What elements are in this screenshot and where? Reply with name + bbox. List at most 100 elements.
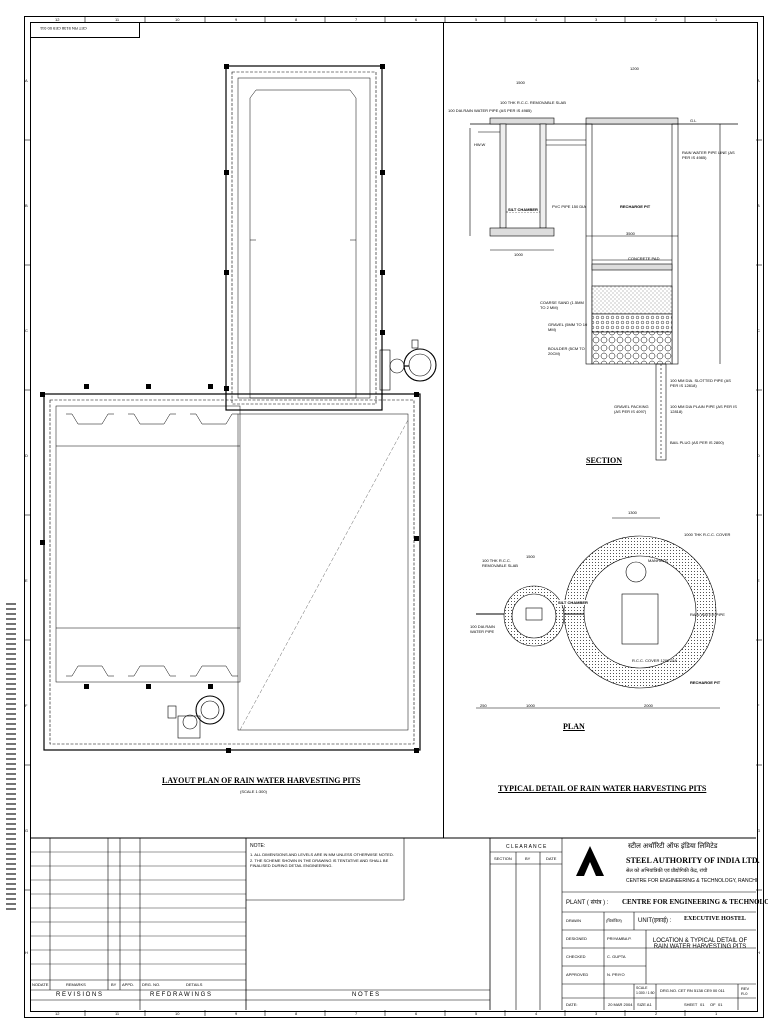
plan-label-cover-note: R.C.C. COVER 1200 DIA (632, 658, 678, 663)
border-letter: H (757, 950, 760, 955)
of-value: 01 (718, 1002, 723, 1007)
layout-title: LAYOUT PLAN OF RAIN WATER HARVESTING PIT… (162, 776, 361, 785)
date-value: 20 MAR 2004 (608, 1002, 633, 1007)
drawing-title: LOCATION & TYPICAL DETAIL OF RAIN WATER … (652, 938, 748, 950)
label-concrete-pad: CONCRETE PAD (628, 256, 660, 261)
label-hw: HW.W (474, 142, 486, 147)
border-number: 11 (115, 1011, 120, 1016)
border-letter: B (757, 203, 760, 208)
border-letter: A (25, 78, 28, 83)
company-hindi-name: स्टील अथॉरिटी ऑफ इंडिया लिमिटेड (628, 843, 718, 850)
border-number: 12 (55, 17, 60, 22)
section-title: SECTION (586, 456, 623, 465)
border-number: 9 (235, 1011, 238, 1016)
footer-notes: N O T E S (352, 992, 380, 998)
label-recharge-pit: RECHARGE PIT (620, 204, 651, 209)
unit-value: EXECUTIVE HOSTEL (684, 916, 746, 922)
border-number: 5 (475, 1011, 478, 1016)
border-number: 1 (715, 17, 718, 22)
border-number: 3 (595, 1011, 598, 1016)
border-letter: E (25, 578, 28, 583)
dim-3500: 3500 (626, 231, 635, 236)
border-letter: B (25, 203, 28, 208)
layout-columns (40, 64, 419, 753)
sail-logo-icon (576, 846, 604, 876)
border-number: 11 (115, 17, 120, 22)
border-number: 9 (235, 17, 238, 22)
label-rcc-slab: 100 THK R.C.C. REMOVABLE SLAB (500, 100, 566, 105)
rev-col-no: NO. (32, 982, 40, 987)
rev-col-details: DETAILS (186, 982, 203, 987)
rev-col-remarks: REMARKS (66, 982, 86, 987)
clearance-col-date: DATE (546, 856, 557, 861)
checked-value: C. GUPTA (607, 954, 626, 959)
dim-1200: 1200 (630, 66, 639, 71)
company-name: STEEL AUTHORITY OF INDIA LTD. (626, 856, 760, 865)
company-centre: CENTRE FOR ENGINEERING & TECHNOLOGY, RAN… (626, 878, 758, 884)
rev-col-date: DATE (38, 982, 49, 987)
plan-label-manhole: MANHOLE (648, 558, 668, 563)
of-label: OF (710, 1002, 716, 1007)
plan-label-pipe-in: 100 DIA RAIN WATER PIPE (470, 624, 495, 634)
plant-value: CENTRE FOR ENGINEERING & TECHNOLOGY (622, 898, 768, 906)
detail-plan (476, 517, 720, 709)
border-number: 10 (175, 1011, 180, 1016)
clearance-title: C L E A R A N C E (506, 844, 547, 850)
side-stamp (6, 600, 16, 910)
revision-rows (30, 851, 246, 965)
border-letter: C (25, 328, 28, 333)
label-gl: G.L (690, 118, 697, 123)
unit-label: UNIT(इकाई) : (638, 918, 672, 924)
plan-label-silt-chamber: SILT CHAMBER (558, 600, 588, 605)
border-number: 4 (535, 1011, 538, 1016)
border-letter: D (25, 453, 28, 458)
plan-title: PLAN (563, 722, 585, 731)
drawing-frame (24, 16, 764, 1018)
pit-group-2 (167, 695, 225, 739)
label-slotted-pipe: 100 MM DIA. SLOTTED PIPE (AS PER IS 1281… (670, 378, 731, 388)
view-separator (443, 22, 444, 838)
sheet-value: 01 (700, 1002, 705, 1007)
clearance-col-by: BY (525, 856, 531, 861)
plan-label-recharge-pit: RECHARGE PIT (690, 680, 721, 685)
border-number: 1 (715, 1011, 718, 1016)
designed-label: DESIGNED (566, 936, 587, 941)
label-pipe-out: RAIN WATER PIPE LINE (AS PER IS 4985) (682, 150, 735, 160)
size-label: SIZE A1 (637, 1002, 652, 1007)
dim-1000: 1000 (514, 252, 523, 257)
drg-no-value: CET RN 5138 CE9 00 011 (678, 988, 725, 993)
rev-value: R-0 (741, 991, 748, 996)
drg-no-label: DRG.NO. (660, 988, 678, 993)
rev-col-appd: APPD. (122, 982, 135, 987)
rev-label: REV (741, 986, 750, 991)
scale-value: 1:300 / 1:50 (636, 991, 655, 995)
border-letter: F (757, 703, 760, 708)
checked-label: CHECKED (566, 954, 586, 959)
border-number: 8 (295, 1011, 298, 1016)
bottom-tables (30, 837, 756, 1010)
border-number: 4 (535, 17, 538, 22)
rev-col-drg: DRG. NO. (142, 982, 161, 987)
approved-value: N. PRIYO (607, 972, 625, 977)
label-silt-chamber: SILT CHAMBER (508, 207, 538, 212)
approved-label: APPROVED (566, 972, 589, 977)
detail-title: TYPICAL DETAIL OF RAIN WATER HARVESTING … (498, 784, 707, 793)
layout-plan (43, 65, 421, 751)
border-letter: A (757, 78, 760, 83)
border-number: 12 (55, 1011, 60, 1016)
border-letter: D (757, 453, 760, 458)
footer-ref-drawings: R E F D R A W I N G S (150, 992, 212, 998)
label-plain-pipe: 100 MM DIA PLAIN PIPE (AS PER IS 12818) (670, 404, 737, 414)
note-1: 1. ALL DIMENSIONS AND LEVELS ARE IN MM U… (250, 852, 394, 857)
border-letter: G (757, 828, 761, 833)
border-letter: H (25, 950, 28, 955)
note-2: 2. THE SCHEME SHOWN IN THE DRAWING IS TE… (250, 858, 389, 868)
plan-label-rain-pipe: RAIN WATER PIPE (690, 612, 725, 617)
border-number: 6 (415, 1011, 418, 1016)
rev-col-by: BY (111, 982, 117, 987)
plan-dim-1500: 1500 (526, 554, 535, 559)
border-letter: G (25, 828, 29, 833)
border-letter: C (757, 328, 760, 333)
label-coarse-sand: COARSE SAND (1.5MM TO 2 MM) (540, 300, 584, 310)
